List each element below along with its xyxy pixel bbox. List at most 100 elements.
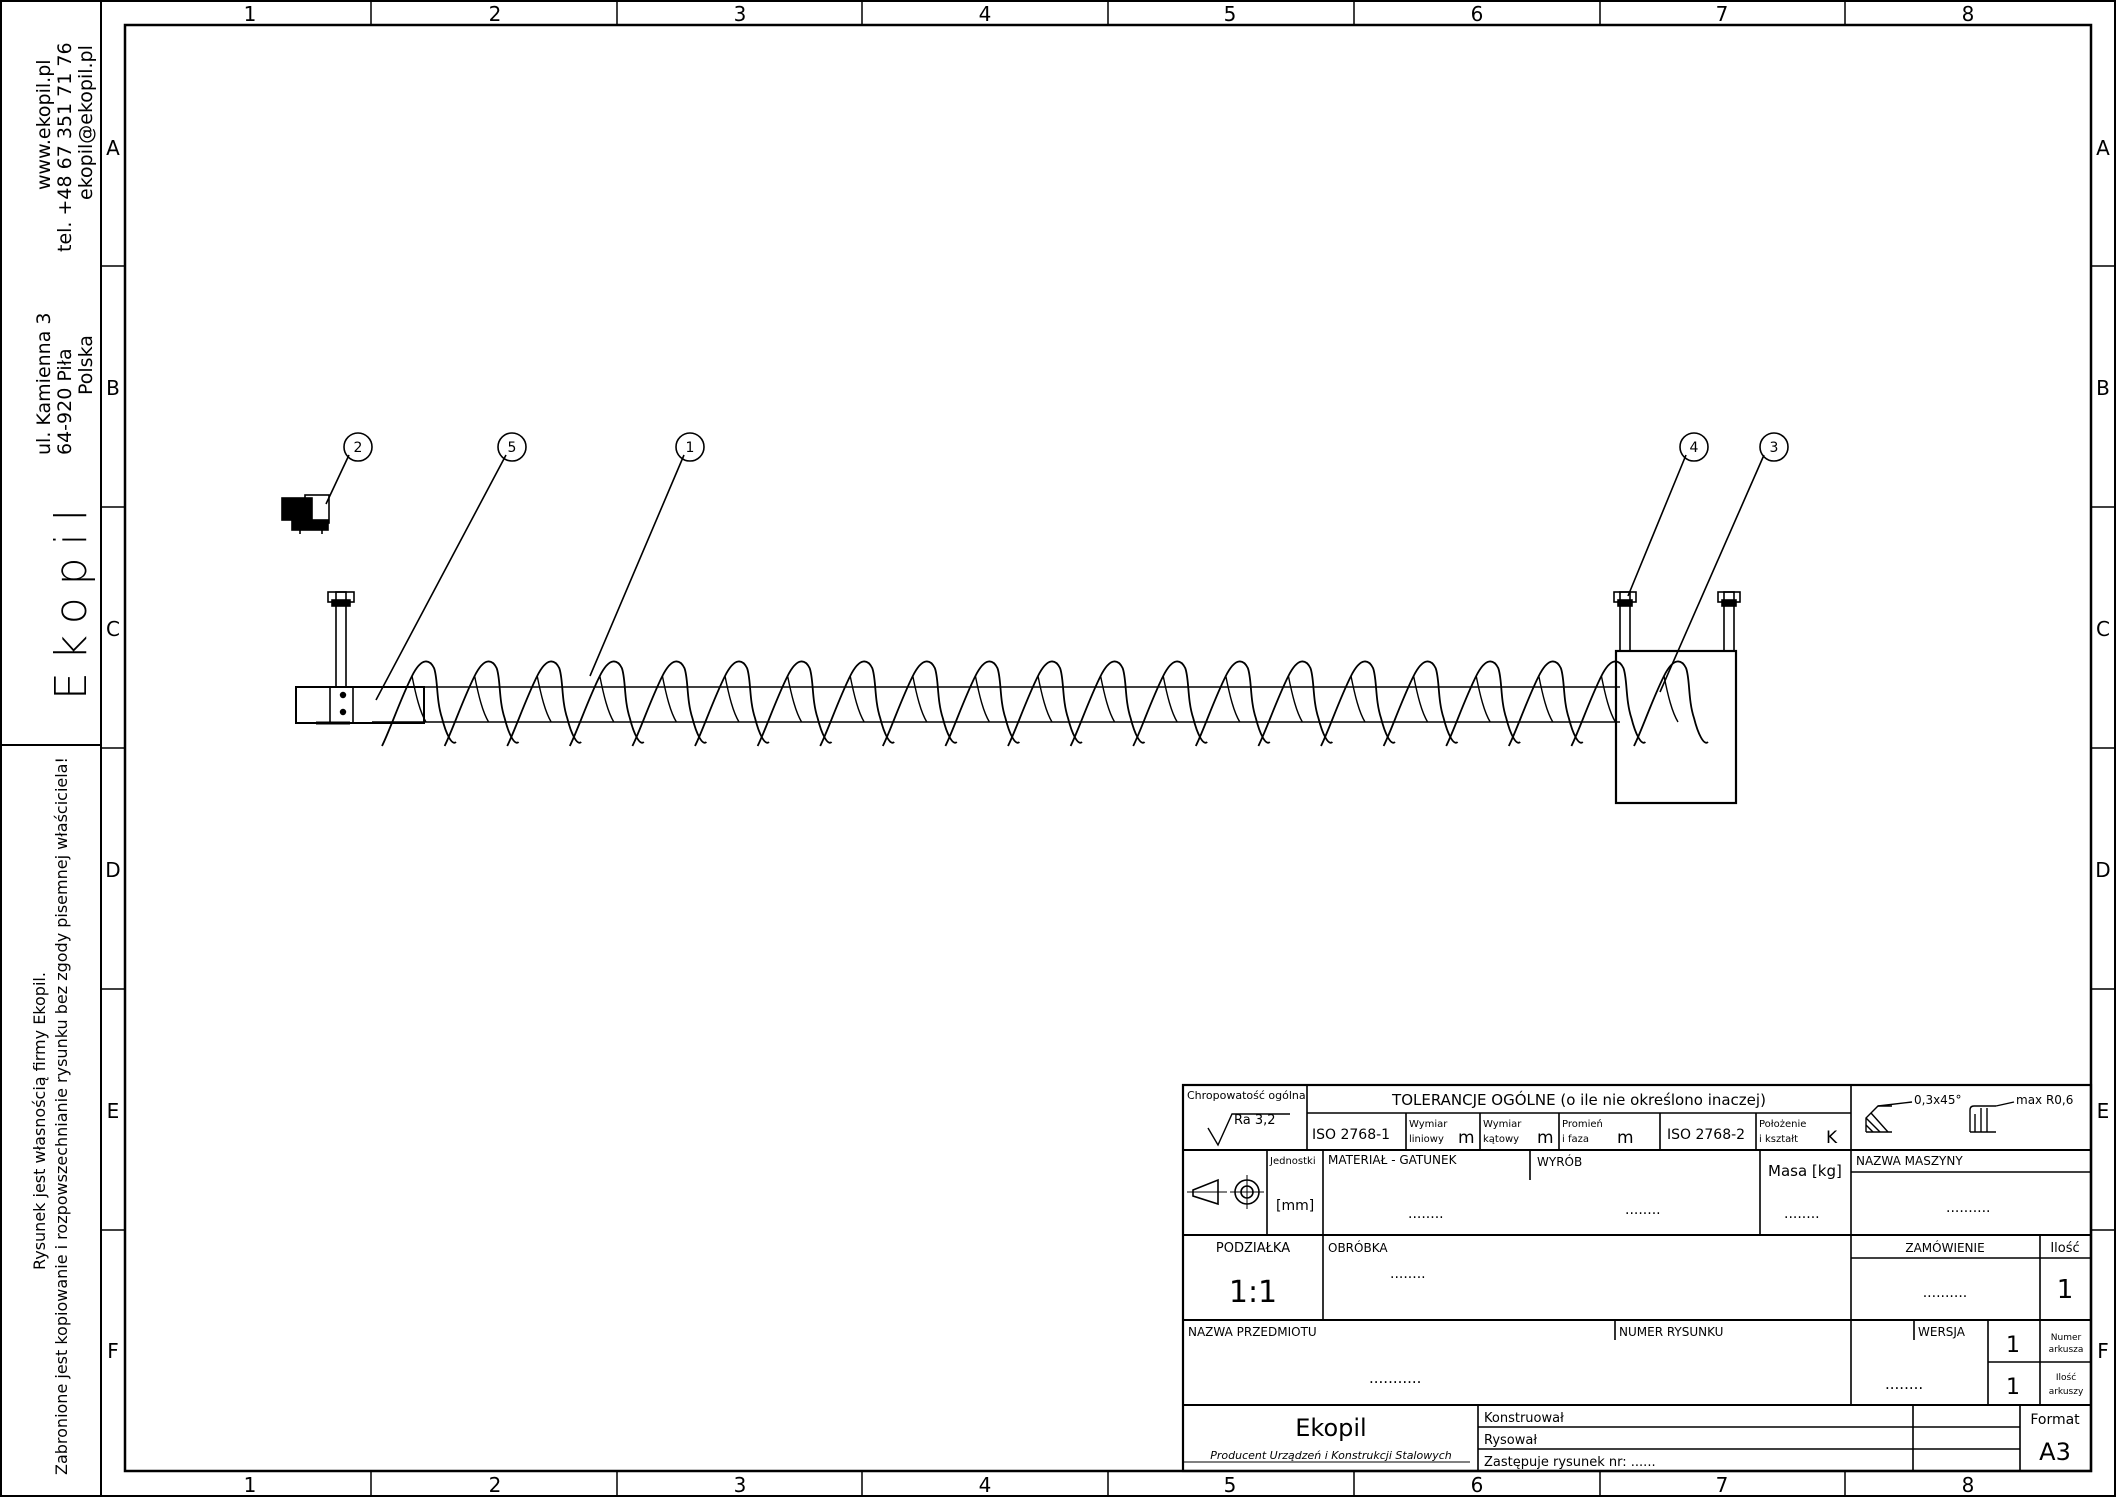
col-label-top-2: 2 [489,2,502,26]
podzialka-label: PODZIAŁKA [1216,1241,1290,1256]
screw-flight [443,660,520,747]
nazwa-przedmiotu-value: ........... [1369,1369,1421,1387]
screw-flight [1382,660,1459,747]
promien-val: m [1617,1128,1634,1148]
screw-flight [1007,660,1083,747]
row-label-right-f: F [2097,1339,2109,1363]
screw-flight [944,660,1021,747]
screw-flight-back [1600,675,1617,723]
screw-flight-back [661,675,678,723]
row-label-left-a: A [106,136,120,160]
col-label-top-5: 5 [1224,2,1237,26]
col-label-top-1: 1 [244,2,257,26]
masa-value: ........ [1784,1206,1820,1222]
sidebar-city: 64-920 Piła [54,348,76,455]
col-label-top-4: 4 [979,2,992,26]
screw-flight-back [849,675,865,723]
sidebar-notice-1: Rysunek jest własnością firmy Ekopil. [30,972,49,1270]
drive-motor [281,494,330,534]
nazwa-przedmiotu-label: NAZWA PRZEDMIOTU [1188,1325,1317,1339]
screw-flight [1069,660,1146,747]
wymiar-katowy-2: kątowy [1483,1134,1519,1145]
zamowienie-label: ZAMÓWIENIE [1905,1240,1984,1255]
wersja-label: WERSJA [1918,1325,1966,1339]
numer-arkusza-1: Numer [2051,1333,2082,1343]
col-label-bottom-6: 6 [1471,1473,1484,1497]
ilosc-value: 1 [2057,1275,2074,1305]
screw-flight-back [1350,675,1366,723]
screw-flight [1257,660,1334,747]
company-subtitle: Producent Urządzeń i Konstrukcji Stalowy… [1210,1449,1452,1462]
column-labels: 1 2 3 4 5 6 7 8 1 2 3 4 5 6 7 8 [244,2,1975,1497]
screw-flight [819,660,895,747]
chamfer-icon [1865,1101,1913,1133]
col-label-bottom-8: 8 [1962,1473,1975,1497]
screw-flight-back [912,675,928,723]
balloon-1 [675,432,705,462]
screw-flight [568,660,645,747]
masa-label: Masa [kg] [1768,1162,1842,1180]
roughness-icon [1207,1113,1290,1147]
wymiar-liniowy-1: Wymiar [1409,1119,1448,1130]
jednostki-value: [mm] [1276,1198,1314,1214]
ilosc-arkuszy-1: Ilość [2056,1372,2076,1383]
format-value: A3 [2039,1438,2071,1466]
wymiar-liniowy-val: m [1458,1128,1475,1148]
rysowal-label: Rysował [1484,1433,1537,1448]
screw-flight-back [786,675,803,723]
sidebar-contact: www.ekopil.pl tel. +48 67 351 71 76 ekop… [30,42,97,1475]
wyrob-value: ........ [1625,1202,1661,1218]
zastepuje-label: Zastępuje rysunek nr: ...... [1484,1455,1656,1470]
screw-flight-back [536,675,552,723]
screw-flight [1132,660,1208,747]
col-label-bottom-2: 2 [489,1473,502,1497]
screw-flight-back [1663,675,1679,723]
screw-flight [631,660,708,747]
promien-2: i faza [1562,1134,1589,1145]
screw-flight-back [1099,675,1116,723]
numer-rysunku-label: NUMER RYSUNKU [1619,1325,1723,1339]
ilosc-label: Ilość [2050,1241,2079,1256]
projection-icon [1187,1175,1264,1209]
row-label-right-a: A [2096,136,2110,160]
title-block [1181,1083,2093,1473]
col-label-top-8: 8 [1962,2,1975,26]
row-label-left-b: B [106,376,120,400]
podzialka-value: 1:1 [1229,1275,1277,1310]
col-label-bottom-5: 5 [1224,1473,1237,1497]
sidebar-street: ul. Kamienna 3 [33,313,55,456]
row-label-right-c: C [2096,617,2110,641]
col-label-bottom-4: 4 [979,1473,992,1497]
material-label: MATERIAŁ - GATUNEK [1328,1153,1458,1167]
col-label-top-7: 7 [1716,2,1729,26]
material-value: ........ [1408,1206,1444,1222]
row-label-left-d: D [105,858,120,882]
screw-flight [381,660,457,747]
col-label-bottom-7: 7 [1716,1473,1729,1497]
sidebar-email: ekopil@ekopil.pl [75,45,97,200]
zone-ticks [101,1,2115,1496]
promien-1: Promień [1562,1118,1603,1130]
screw-flight-back [1475,675,1491,723]
screw-flight [1633,660,1709,747]
numer-arkusza-2: arkusza [2049,1345,2084,1355]
screw-flight-back [1037,675,1053,723]
sidebar-web: www.ekopil.pl [33,59,55,190]
screw-flight-back [1412,675,1429,723]
col-label-bottom-1: 1 [244,1473,257,1497]
part-balloons [325,432,1789,701]
chamfer-value: 0,3x45° [1914,1093,1961,1107]
balloon-2 [343,432,373,462]
screw-flight-back [974,675,991,723]
tolerances-title: TOLERANCJE OGÓLNE (o ile nie określono i… [1391,1090,1766,1109]
screw-conveyor-drawing [281,494,1741,805]
nazwa-maszyny-value: .......... [1946,1200,1991,1216]
row-label-right-d: D [2095,858,2110,882]
balloon-label-2: 2 [354,440,363,456]
col-label-top-6: 6 [1471,2,1484,26]
screw-flight [1570,660,1647,747]
discharge-housing-right [1614,649,1738,805]
ilosc-arkuszy-2: arkuszy [2049,1387,2084,1397]
balloon-5 [497,432,527,462]
